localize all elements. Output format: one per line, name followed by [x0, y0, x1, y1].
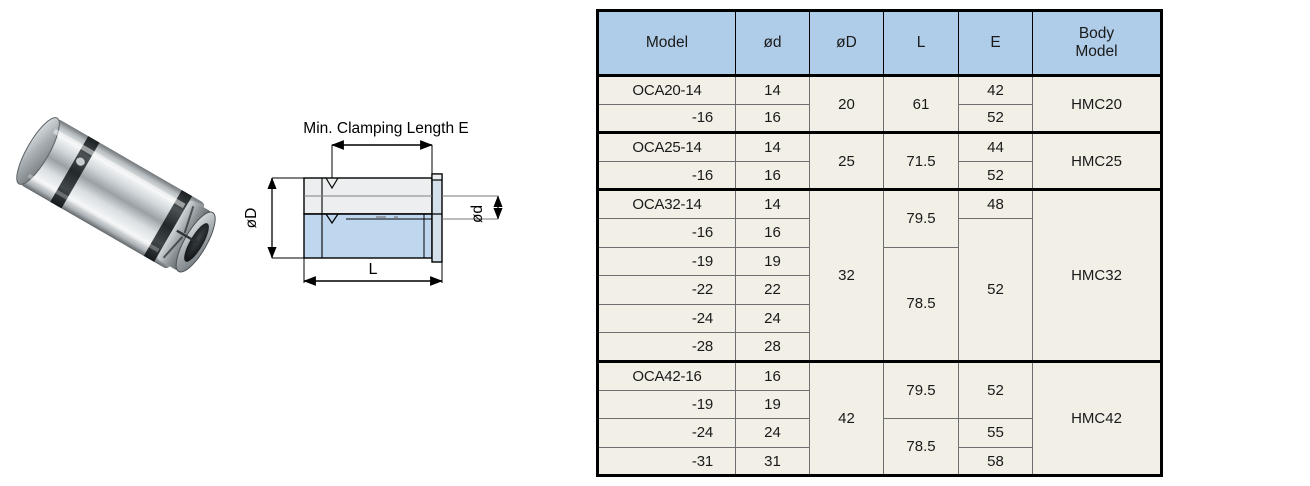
cell-bore-diameter: 22	[735, 275, 810, 305]
header-body-line1: Body	[1078, 25, 1115, 43]
cell-model: OCA32-14	[597, 188, 736, 219]
cell-clamping-length: 52	[958, 160, 1033, 191]
header-clamp-e: E	[958, 10, 1033, 77]
cell-bore-diameter: 19	[735, 246, 810, 277]
cell-bore-diameter: 16	[735, 359, 810, 391]
cell-clamping-length: 48	[958, 188, 1033, 219]
cell-bore-diameter: 16	[735, 103, 810, 134]
header-body-line2: Model	[1075, 43, 1118, 60]
cell-length: 78.5	[883, 246, 959, 362]
cell-bore-diameter: 16	[735, 160, 810, 191]
header-bore-d: ød	[735, 10, 810, 77]
cell-model: OCA42-16	[597, 359, 736, 391]
outer-diameter-label: øD	[243, 208, 260, 229]
cell-model: -24	[597, 418, 736, 448]
cell-bore-diameter: 14	[735, 131, 810, 162]
cell-body-model: HMC42	[1032, 359, 1162, 477]
cell-length: 79.5	[883, 188, 959, 248]
collet-dimension-drawing: Min. Clamping Length E	[243, 120, 503, 286]
cell-model: -19	[597, 246, 736, 277]
cell-bore-diameter: 19	[735, 389, 810, 420]
product-photo	[0, 96, 232, 296]
cell-model: -16	[597, 160, 736, 191]
header-row: Model ød øD L E Body Model	[597, 10, 1162, 77]
cell-bore-diameter: 24	[735, 303, 810, 334]
cell-body-model: HMC25	[1032, 131, 1162, 191]
cell-length: 71.5	[883, 131, 959, 191]
cell-bore-diameter: 28	[735, 332, 810, 362]
cell-clamping-length: 42	[958, 74, 1033, 105]
cell-bore-diameter: 16	[735, 217, 810, 248]
header-model: Model	[597, 10, 736, 77]
cell-length: 79.5	[883, 359, 959, 420]
cell-bore-diameter: 31	[735, 446, 810, 476]
cell-clamping-length: 52	[958, 217, 1033, 362]
cell-model: -31	[597, 446, 736, 476]
table-header: Model ød øD L E Body Model	[597, 10, 1162, 77]
cell-clamping-length: 44	[958, 131, 1033, 162]
cell-model: -16	[597, 103, 736, 134]
cell-outer-diameter: 32	[809, 188, 884, 362]
cell-clamping-length: 55	[958, 418, 1033, 448]
cell-model: -28	[597, 332, 736, 362]
cell-bore-diameter: 14	[735, 74, 810, 105]
header-length: L	[883, 10, 959, 77]
cell-bore-diameter: 24	[735, 418, 810, 448]
cell-clamping-length: 58	[958, 446, 1033, 476]
clamping-length-label: Min. Clamping Length E	[303, 120, 468, 137]
cell-body-model: HMC20	[1032, 73, 1162, 134]
cell-body-model: HMC32	[1032, 188, 1162, 362]
cell-outer-diameter: 42	[809, 359, 884, 477]
cell-outer-diameter: 20	[809, 73, 884, 134]
cell-model: -19	[597, 389, 736, 420]
cell-length: 78.5	[883, 418, 959, 477]
header-outer-D: øD	[809, 10, 884, 77]
technical-drawing: Min. Clamping Length E	[236, 118, 536, 294]
cell-length: 61	[883, 73, 959, 134]
cell-model: OCA20-14	[597, 74, 736, 105]
length-label: L	[369, 261, 378, 278]
cell-model: -24	[597, 303, 736, 334]
cell-bore-diameter: 14	[735, 188, 810, 219]
cell-outer-diameter: 25	[809, 131, 884, 191]
collet-sleeve-image	[16, 117, 216, 273]
inner-diameter-label: ød	[469, 205, 486, 223]
cell-model: -22	[597, 275, 736, 305]
cell-model: OCA25-14	[597, 131, 736, 162]
cell-clamping-length: 52	[958, 359, 1033, 420]
cell-model: -16	[597, 217, 736, 248]
header-body-model: Body Model	[1032, 10, 1162, 77]
cell-clamping-length: 52	[958, 103, 1033, 134]
